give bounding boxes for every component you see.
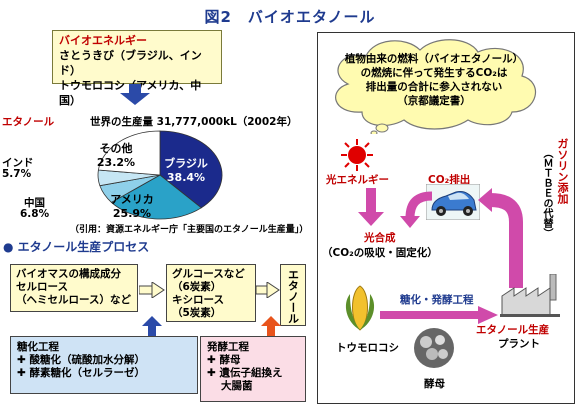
pie-pct-china: 6.8% (20, 208, 50, 220)
ferment-item: ✚ 遺伝子組換え (207, 367, 283, 379)
pie-pct-india: 5.7% (2, 168, 32, 180)
plant-label-2: プラント (498, 338, 540, 350)
plant-factory-icon (500, 274, 560, 317)
glucose-line: （6炭素） (172, 281, 222, 293)
pie-slice-1 (110, 174, 202, 220)
process-arrow-icon (139, 282, 165, 298)
speech-cloud (335, 39, 537, 134)
yeast-icon (414, 328, 454, 368)
glucose-line: （5炭素） (172, 307, 222, 319)
glucose-box: グルコースなど （6炭素） キシロース （5炭素） (166, 264, 256, 322)
up-arrow-icon (142, 316, 162, 336)
plant-label-1: エタノール生産 (476, 324, 550, 336)
ferment-title: 発酵工程 (207, 341, 249, 353)
pie-label-other: その他 (100, 141, 133, 155)
cloud-line: 排出量の合計に参入されない (365, 81, 503, 93)
cloud-line: （京都議定書） (397, 95, 471, 107)
cloud-line: 植物由来の燃料（バイオエタノール） (344, 53, 524, 65)
pie-pct-brazil: 38.4% (167, 171, 205, 184)
page-title: 図2 バイオエタノール (204, 8, 376, 26)
pie-label-china: 中国 (24, 197, 45, 209)
process-heading: ● エタノール生産プロセス (3, 240, 150, 254)
sacchar-title: 糖化工程 (17, 341, 59, 353)
citation: （引用：資源エネルギー庁「主要国のエタノール生産量」） (70, 225, 309, 235)
process-right-arrow-icon (380, 306, 498, 324)
fermentation-box: 発酵工程 ✚ 酵母 ✚ 遺伝子組換え 大腸菌 (200, 336, 306, 402)
pie-slice-4 (97, 130, 161, 176)
gasoline-label: ガソリン添加 (556, 138, 569, 204)
cycle-arrows (358, 188, 523, 288)
pie-label-india: インド (2, 157, 34, 169)
pie-pct-other: 23.2% (97, 156, 135, 169)
sacchar-item: ✚ 酸糖化（硫酸加水分解） (17, 354, 145, 366)
bio-energy-heading: バイオエネルギー (59, 34, 147, 47)
mtbe-label: （ＭＴＢＥの代替） (541, 148, 552, 238)
yeast-label: 酵母 (424, 378, 445, 390)
car-icon (426, 184, 480, 220)
glucose-line: グルコースなど (172, 268, 245, 280)
production-text: 世界の生産量 31,777,000kL（2002年） (90, 116, 298, 128)
sacchar-item: ✚ 酵素糖化（セルラーゼ） (17, 367, 145, 379)
corn-label: トウモロコシ (336, 342, 399, 354)
co2-emission-label: CO₂排出 (428, 174, 471, 186)
cycle-panel (317, 32, 575, 404)
pie-label-brazil: ブラジル (164, 156, 208, 170)
up-arrow-icon (261, 316, 281, 336)
corn-icon (345, 285, 375, 331)
production-pie-chart: ブラジル 38.4% アメリカ 25.9% その他 23.2% (97, 130, 223, 220)
sun-icon (341, 139, 373, 171)
ethanol-box-label: エタノール (286, 269, 300, 324)
pie-pct-usa: 25.9% (113, 207, 151, 220)
photosynthesis-sub: （CO₂の吸収・固定化） (322, 247, 438, 259)
cloud-line: の燃焼に伴って発生するCO₂は (360, 67, 508, 79)
ethanol-label: エタノール (2, 116, 55, 128)
cloud-text: 植物由来の燃料（バイオエタノール） の燃焼に伴って発生するCO₂は 排出量の合計… (340, 52, 528, 108)
process-label: 糖化・発酵工程 (400, 294, 474, 306)
process-arrow-icon (256, 282, 280, 298)
ferment-item: 大腸菌 (221, 380, 253, 392)
biomass-line: セルロース (16, 281, 68, 293)
down-arrow-icon (120, 84, 150, 105)
ferment-item: ✚ 酵母 (207, 354, 241, 366)
biomass-line: バイオマスの構成成分 (16, 268, 121, 280)
light-down-arrow-icon (358, 188, 384, 226)
pie-slice-0 (159, 130, 223, 209)
light-energy-label: 光エネルギー (326, 174, 389, 186)
glucose-line: キシロース (172, 294, 224, 306)
biomass-box: バイオマスの構成成分 セルロース （ヘミセルロース）など (10, 264, 138, 312)
photosynthesis-label: 光合成 (364, 232, 396, 244)
bio-energy-line1: さとうきび（ブラジル、インド） (59, 49, 202, 77)
saccharification-box: 糖化工程 ✚ 酸糖化（硫酸加水分解） ✚ 酵素糖化（セルラーゼ） (10, 336, 198, 394)
biomass-line: （ヘミセルロース）など (16, 294, 131, 306)
ethanol-box: エタノール (280, 264, 306, 326)
pie-label-usa: アメリカ (110, 193, 153, 206)
bio-energy-box: バイオエネルギー さとうきび（ブラジル、インド） トウモロコシ（アメリカ、中国） (52, 30, 222, 107)
